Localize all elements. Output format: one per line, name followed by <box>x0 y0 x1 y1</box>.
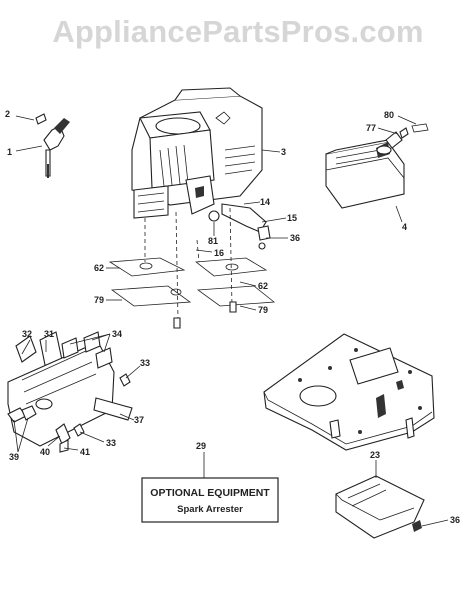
callout-62-right: 62 <box>258 281 268 291</box>
throttle-control-part <box>35 113 70 178</box>
callout-41: 41 <box>80 447 90 457</box>
callout-31: 31 <box>44 329 54 339</box>
engine-mount-plate-part <box>263 333 435 451</box>
callout-2: 2 <box>5 109 10 119</box>
callout-36-top: 36 <box>290 233 300 243</box>
callout-36-bottom: 36 <box>450 515 460 525</box>
callout-1: 1 <box>7 147 12 157</box>
callout-14: 14 <box>260 197 270 207</box>
engine-part <box>131 87 271 250</box>
watermark: AppliancePartsPros.com <box>52 14 424 49</box>
callout-33-top: 33 <box>140 358 150 368</box>
callout-32: 32 <box>22 329 32 339</box>
callout-80: 80 <box>384 110 394 120</box>
spark-arrester-part <box>335 475 425 539</box>
exhaust-bracket-part <box>7 331 133 453</box>
callout-37: 37 <box>134 415 144 425</box>
callout-4: 4 <box>402 222 407 232</box>
callout-23: 23 <box>370 450 380 460</box>
callout-15: 15 <box>287 213 297 223</box>
callout-29: 29 <box>196 441 206 451</box>
callout-79-right: 79 <box>258 305 268 315</box>
callout-34: 34 <box>112 329 122 339</box>
muffler-part <box>325 123 429 209</box>
callout-3: 3 <box>281 147 286 157</box>
callout-16: 16 <box>214 248 224 258</box>
optional-equipment-title: OPTIONAL EQUIPMENT <box>150 487 270 499</box>
optional-equipment-box: OPTIONAL EQUIPMENT Spark Arrester <box>141 477 279 523</box>
gasket-plates-part <box>108 257 276 329</box>
callout-79-left: 79 <box>94 295 104 305</box>
callout-62-left: 62 <box>94 263 104 273</box>
callout-33-bottom: 33 <box>106 438 116 448</box>
callout-39: 39 <box>9 452 19 462</box>
callout-40: 40 <box>40 447 50 457</box>
callout-81: 81 <box>208 236 218 246</box>
optional-equipment-subtitle: Spark Arrester <box>177 504 243 515</box>
callout-77: 77 <box>366 123 376 133</box>
